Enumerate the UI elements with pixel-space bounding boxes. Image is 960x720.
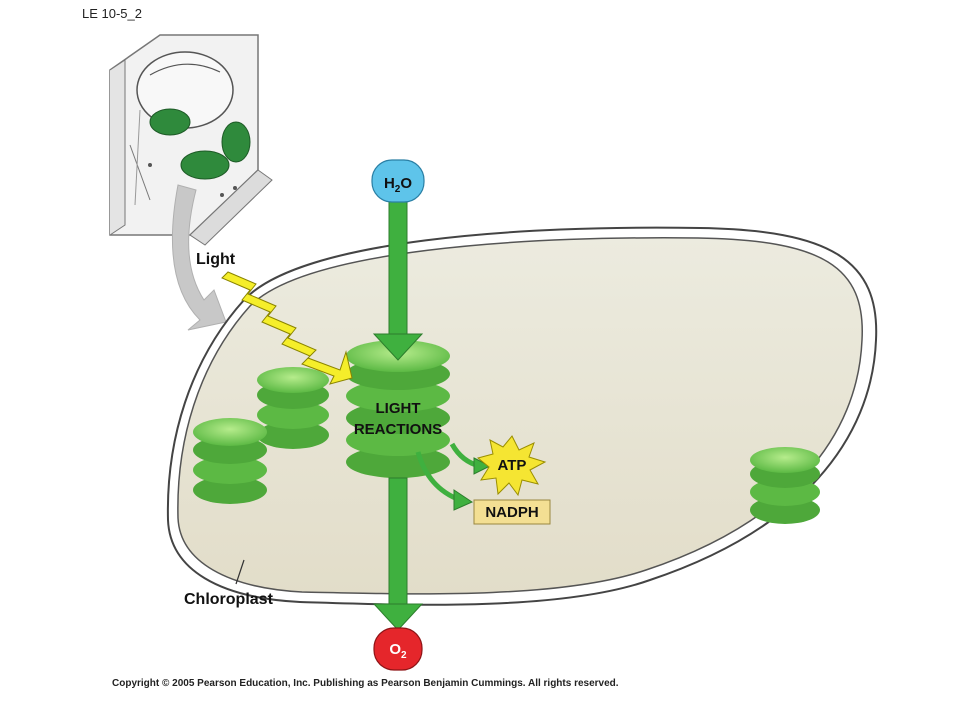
light-reactions-label-line2: REACTIONS: [354, 421, 442, 438]
thylakoid-stack-left-front: [193, 418, 267, 504]
water-formula-tail: O: [400, 175, 412, 192]
nadph-label: NADPH: [485, 504, 538, 521]
atp-arrowhead: [473, 457, 492, 475]
atp-label: ATP: [498, 457, 527, 474]
chloroplast-label: Chloroplast: [184, 591, 274, 608]
water-formula-subscript: 2: [395, 184, 401, 195]
light-label: Light: [196, 251, 236, 268]
figure-label: LE 10-5_2: [82, 6, 142, 21]
oxygen-output-arrow: [372, 477, 424, 631]
water-formula-base: H: [384, 175, 395, 192]
oxygen-node: O2: [373, 627, 423, 671]
svg-text:H2O: H2O: [384, 175, 412, 195]
atp-burst: [476, 435, 547, 497]
thylakoid-stack-right: [750, 447, 820, 524]
chloroplast-pointer: [235, 559, 245, 585]
oxygen-formula-subscript: 2: [401, 650, 407, 661]
copyright-notice: Copyright © 2005 Pearson Education, Inc.…: [112, 678, 619, 689]
thylakoid-stack-left-back: [257, 367, 329, 449]
nadph-arrowhead: [453, 489, 474, 511]
light-reactions-label-line1: LIGHT: [376, 400, 421, 417]
light-bolt: [221, 271, 353, 385]
water-node: H2O: [371, 159, 425, 203]
zoom-arrow: [171, 184, 227, 331]
chloroplast-body: [166, 226, 878, 606]
svg-text:O2: O2: [389, 641, 407, 661]
plant-cell-illustration: [109, 34, 273, 246]
oxygen-formula-base: O: [389, 641, 401, 658]
nadph-box: [473, 499, 551, 525]
